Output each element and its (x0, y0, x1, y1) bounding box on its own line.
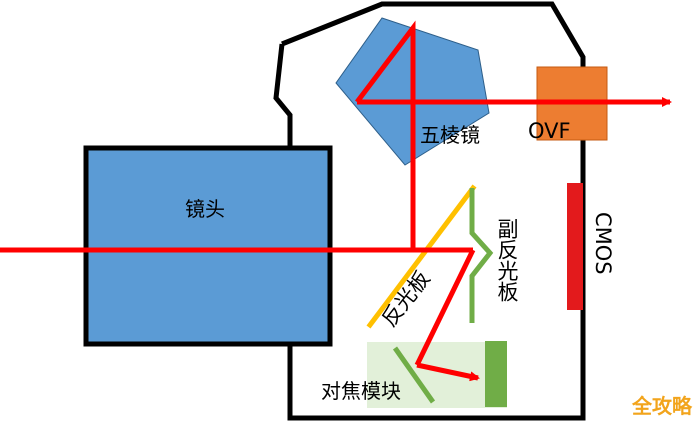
af-mirror (392, 346, 436, 404)
main-mirror (366, 184, 477, 329)
sub-mirror (469, 188, 494, 323)
af-module-label: 对焦模块 (321, 379, 401, 403)
camera-body-outline (273, 1, 586, 421)
af-module-area (367, 342, 507, 408)
af-sensor (485, 341, 507, 407)
light-path (0, 20, 672, 382)
pentaprism-label: 五棱镜 (420, 123, 480, 147)
lens-block (83, 145, 333, 347)
lens-label: 镜头 (185, 197, 225, 221)
cmos-label: CMOS (591, 212, 615, 275)
af-ray (416, 362, 480, 382)
cmos-sensor (567, 183, 583, 310)
ovf-label: OVF (528, 119, 571, 143)
sub-mirror-label: 副反光板 (495, 218, 519, 302)
watermark: 全攻略 (631, 394, 693, 418)
